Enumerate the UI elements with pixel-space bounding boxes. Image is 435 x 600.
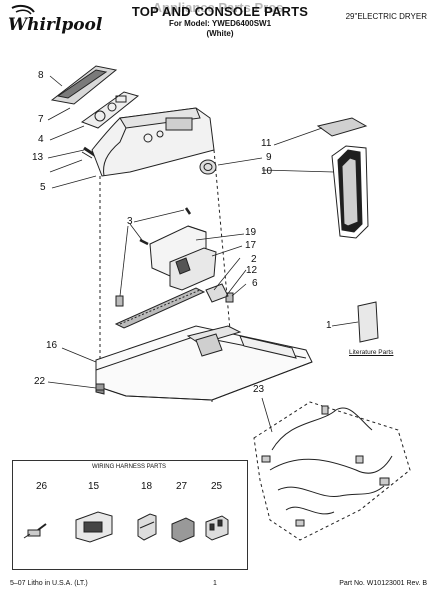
harness-part-number: 26 — [36, 481, 48, 492]
callout-10: 10 — [261, 166, 273, 177]
top-panel-drawing — [95, 325, 313, 402]
screws-drawing — [115, 207, 234, 307]
wiring-harness-drawing — [261, 405, 393, 527]
knob-drawing — [199, 159, 217, 175]
callout-3: 3 — [127, 216, 133, 227]
part-26-drawing — [23, 523, 47, 539]
page-title: TOP AND CONSOLE PARTS — [131, 4, 309, 19]
callout-7: 7 — [38, 114, 44, 125]
model-number: For Model: YWED6400SW1 — [168, 19, 272, 28]
callout-22: 22 — [34, 376, 46, 387]
product-type: 29"ELECTRIC DRYER — [345, 12, 427, 21]
harness-part-number: 18 — [141, 481, 153, 492]
page-number: 1 — [213, 580, 217, 587]
harness-outline — [253, 401, 411, 541]
callout-12: 12 — [246, 265, 258, 276]
callout-17: 17 — [245, 240, 257, 251]
harness-part-number: 25 — [211, 481, 223, 492]
console-drawing — [91, 107, 215, 177]
callout-23: 23 — [253, 384, 265, 395]
foot-drawing — [95, 383, 105, 395]
control-board-drawing — [50, 65, 118, 105]
harness-part-number: 27 — [176, 481, 188, 492]
callout-2: 2 — [251, 254, 257, 265]
trim-strip-drawing — [114, 287, 206, 329]
callout-13: 13 — [32, 152, 44, 163]
svg-text:Whirlpool: Whirlpool — [8, 15, 103, 34]
lid-pad-drawing — [316, 117, 368, 137]
callout-16: 16 — [46, 340, 58, 351]
callout-11: 11 — [261, 138, 272, 149]
callout-5: 5 — [40, 182, 46, 193]
harness-part-number: 15 — [88, 481, 100, 492]
harness-parts-drawings — [23, 511, 229, 543]
callout-6: 6 — [252, 278, 258, 289]
wiring-harness-title: WIRING HARNESS PARTS — [91, 464, 167, 470]
literature-drawing — [357, 301, 379, 343]
leader-line — [213, 149, 231, 331]
whirlpool-logo: Whirlpool — [6, 4, 106, 35]
whirlpool-logo-graphic: Whirlpool — [8, 4, 103, 35]
part-15-drawing — [75, 511, 113, 543]
callout-19: 19 — [245, 227, 257, 238]
lid-switch-drawing — [205, 283, 229, 303]
model-color: (White) — [206, 29, 234, 38]
callout-4: 4 — [38, 134, 44, 145]
part-25-drawing — [205, 515, 229, 541]
callout-8: 8 — [38, 70, 44, 81]
footer-part-number: Part No. W10123001 Rev. B — [339, 580, 427, 587]
dryer-door-drawing — [331, 145, 369, 239]
watermark: Appliance Parts Pros — [152, 0, 284, 15]
part-13-drawing — [81, 151, 93, 159]
wiring-harness-box — [12, 460, 248, 570]
callout-1: 1 — [326, 320, 332, 331]
footer-litho: 5–07 Litho in U.S.A. (LT.) — [10, 580, 88, 587]
literature-parts-label: Literature Parts — [349, 349, 394, 356]
callout-9: 9 — [266, 152, 272, 163]
console-insert-drawing — [80, 91, 140, 129]
callout-leaders — [47, 75, 359, 433]
part-27-drawing — [171, 517, 195, 543]
brackets-drawing — [149, 225, 217, 291]
part-18-drawing — [137, 513, 157, 541]
